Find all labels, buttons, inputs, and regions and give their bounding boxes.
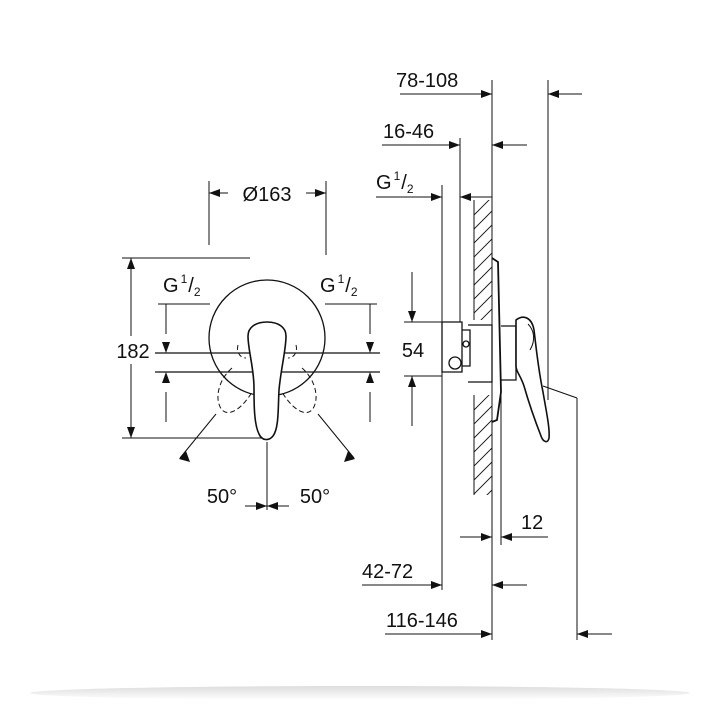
angle-right-label: 50° [300, 486, 330, 508]
dim-42-72: 42-72 [362, 561, 527, 589]
dim-12: 12 [460, 395, 548, 545]
dim-second-label: 16-46 [383, 121, 434, 143]
dim-54: 54 [402, 272, 442, 426]
wall-hatching [473, 200, 492, 495]
height-label: 182 [116, 341, 149, 363]
dim-height-label: 54 [402, 340, 424, 362]
angle-left-label: 50° [207, 486, 237, 508]
dim-116-146: 116-146 [385, 610, 612, 638]
diameter-label: Ø163 [243, 184, 292, 206]
lever-side [515, 316, 550, 443]
lever-handle [247, 321, 287, 441]
height-dimension: 182 [116, 257, 265, 439]
diameter-dimension: Ø163 [208, 181, 327, 255]
dim-bottom-1-label: 42-72 [362, 561, 413, 583]
dim-78-108: 78-108 [396, 70, 582, 98]
dim-16-46: 16-46 [382, 121, 527, 149]
drop-shadow [30, 686, 690, 700]
dim-top-label: 78-108 [396, 70, 458, 92]
dim-plate-label: 12 [521, 512, 543, 534]
mixer-body [441, 257, 578, 443]
dim-bottom-2-label: 116-146 [386, 610, 458, 632]
